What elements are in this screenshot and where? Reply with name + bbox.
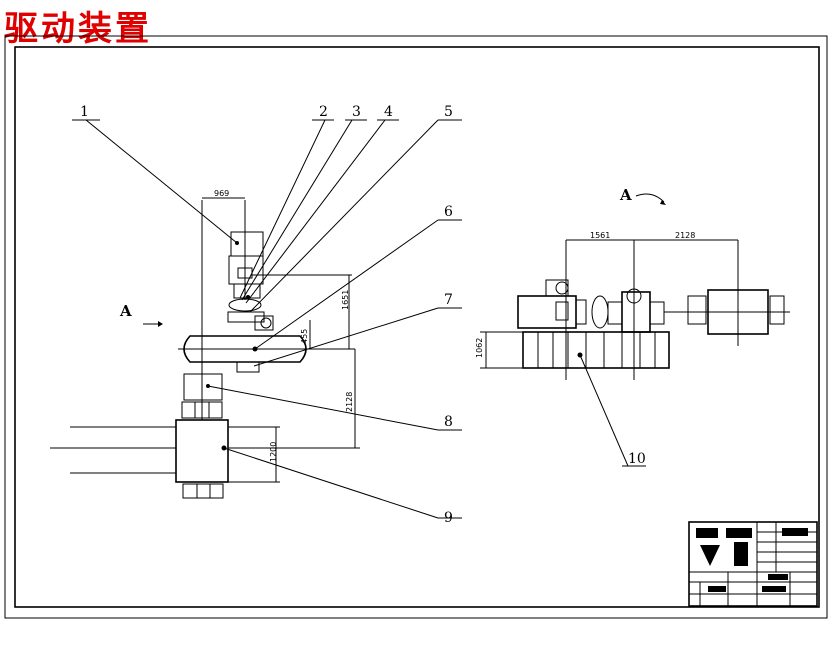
dimension-969: 969	[214, 189, 229, 198]
callout-3: 3	[352, 104, 361, 120]
dimension-1062: 1062	[475, 338, 484, 358]
view-mark-a-right: A	[619, 186, 632, 204]
dimension-1561: 1561	[590, 231, 610, 240]
dimension-455: 455	[300, 329, 309, 344]
front-view-a	[480, 193, 790, 380]
dimension-2128-horizontal: 2128	[675, 231, 695, 240]
base-frame	[522, 331, 670, 369]
reducer-front	[621, 291, 651, 333]
outer-frame	[4, 35, 828, 619]
dimension-1651: 1651	[341, 290, 350, 310]
coupling-front	[687, 295, 707, 325]
motor-front	[517, 295, 577, 329]
view-mark-a-left: A	[119, 302, 132, 320]
brake-disc-front	[591, 295, 609, 329]
drum	[175, 419, 229, 483]
inner-frame	[14, 46, 820, 608]
dimension-2128-vertical: 2128	[345, 392, 354, 412]
callout-2: 2	[319, 104, 328, 120]
callout-6: 6	[444, 204, 453, 220]
callout-1: 1	[80, 104, 89, 120]
dimension-1200: 1200	[269, 442, 278, 462]
callout-5: 5	[444, 104, 453, 120]
callout-leaders	[72, 119, 646, 519]
drawing-title: 驱动装置	[4, 9, 152, 49]
brake-disc	[228, 298, 262, 312]
reducer-body	[183, 335, 307, 363]
title-block	[688, 521, 818, 607]
brake-actuator	[254, 315, 274, 331]
callout-10: 10	[628, 451, 646, 467]
side-view	[50, 197, 360, 499]
callout-7: 7	[444, 292, 453, 308]
callout-9: 9	[444, 510, 453, 526]
low-speed-coupling	[183, 373, 223, 401]
callout-4: 4	[384, 104, 393, 120]
callout-8: 8	[444, 414, 453, 430]
